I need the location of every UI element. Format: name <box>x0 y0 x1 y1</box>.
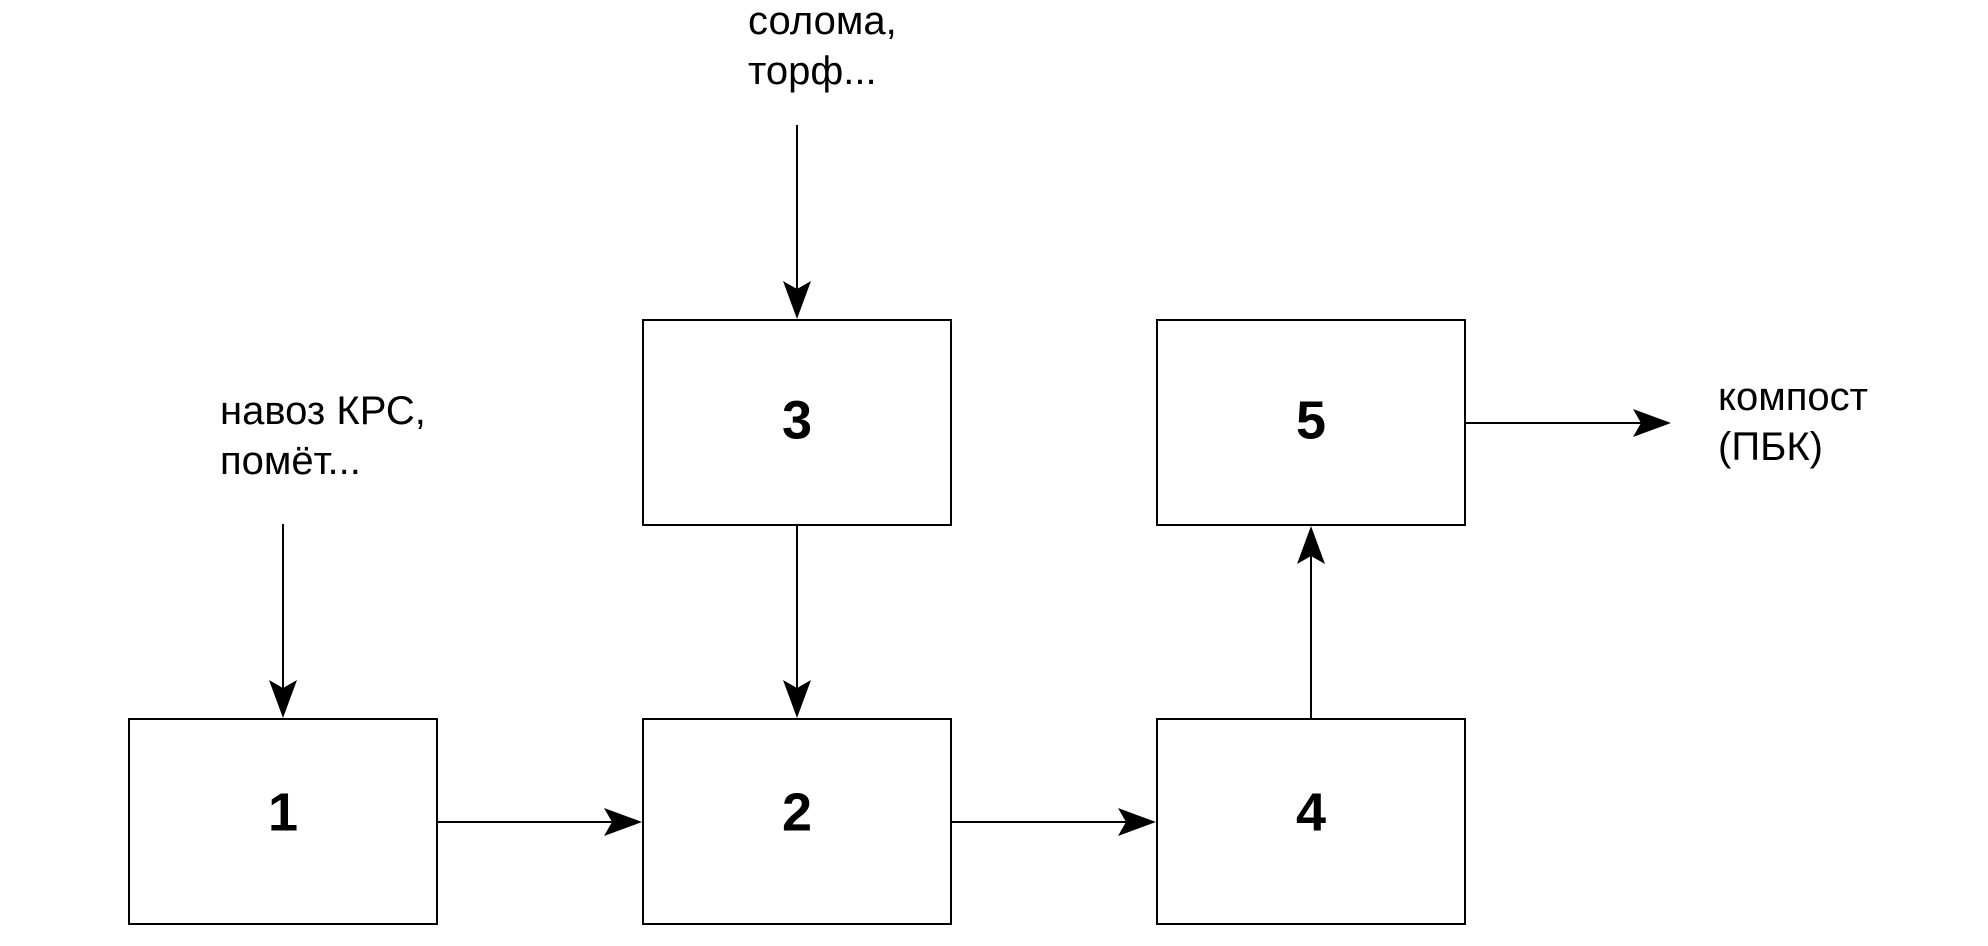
block-2-label: 2 <box>782 782 812 842</box>
output-label-compost: компост (ПБК) <box>1718 375 1879 469</box>
input-label-straw-line2: торф... <box>748 49 877 93</box>
arrow-2-to-4 <box>951 808 1156 836</box>
input-label-manure: навоз КРС, помёт... <box>220 389 437 483</box>
input-label-manure-line1: навоз КРС, <box>220 389 426 433</box>
arrow-4-to-5-head <box>1297 526 1325 564</box>
arrow-straw-to-3-head <box>783 281 811 319</box>
block-3-frame <box>642 319 952 526</box>
block-1: 1 <box>128 718 438 925</box>
output-label-compost-line1: компост <box>1718 375 1868 419</box>
input-label-straw: солома, торф... <box>748 0 908 93</box>
block-3-label: 3 <box>782 390 812 450</box>
block-2: 2 <box>642 718 952 925</box>
block-4-label: 4 <box>1296 782 1326 842</box>
block-3: 3 <box>642 319 952 526</box>
input-label-manure-line2: помёт... <box>220 439 361 483</box>
arrow-1-to-2-head <box>604 808 642 836</box>
output-label-compost-line2: (ПБК) <box>1718 425 1823 469</box>
block-4-frame <box>1156 718 1466 925</box>
arrow-4-to-5 <box>1297 526 1325 719</box>
arrow-1-to-2 <box>437 808 642 836</box>
arrow-manure-to-1-head <box>269 680 297 718</box>
arrow-straw-to-3 <box>783 125 811 319</box>
block-5: 5 <box>1156 319 1466 526</box>
arrow-3-to-2-head <box>783 680 811 718</box>
input-label-straw-line1: солома, <box>748 0 897 43</box>
block-1-frame <box>128 718 438 925</box>
arrow-2-to-4-head <box>1118 808 1156 836</box>
block-5-frame <box>1156 319 1466 526</box>
arrow-manure-to-1 <box>269 524 297 718</box>
arrow-3-to-2 <box>783 525 811 718</box>
arrow-5-to-compost-head <box>1633 409 1671 437</box>
arrow-5-to-compost <box>1465 409 1671 437</box>
block-1-label: 1 <box>268 782 298 842</box>
block-5-label: 5 <box>1296 390 1326 450</box>
block-4: 4 <box>1156 718 1466 925</box>
block-2-frame <box>642 718 952 925</box>
